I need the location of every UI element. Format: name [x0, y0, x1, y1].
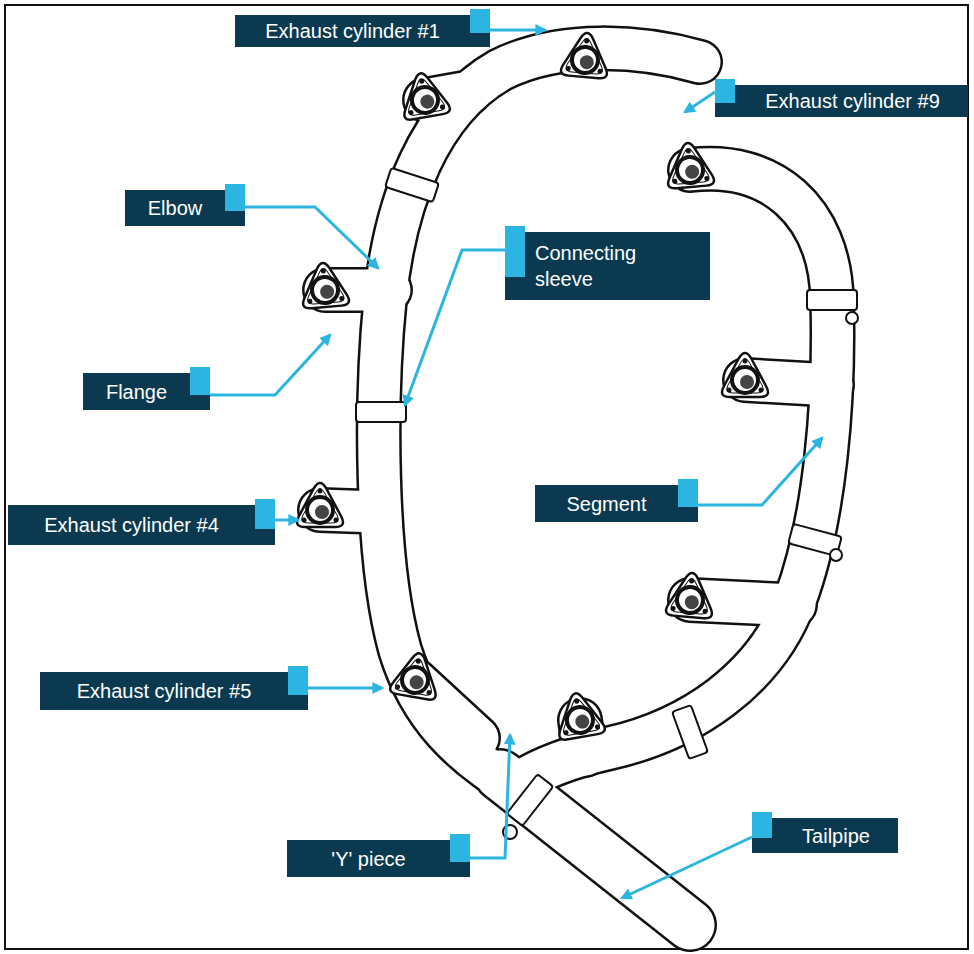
flange: [300, 261, 350, 309]
leader-line: [275, 519, 298, 522]
callout-tab: [752, 812, 772, 838]
connecting-sleeve: [672, 705, 708, 759]
flange: [389, 649, 442, 700]
callout-label: Tailpipe: [802, 823, 870, 849]
tube-fill: [320, 48, 833, 925]
callout-label: Flange: [106, 379, 167, 405]
callout-label: 'Y' piece: [331, 846, 405, 872]
leader-line: [245, 207, 378, 268]
leader-lines: [210, 30, 822, 898]
callout-label: Elbow: [148, 195, 202, 221]
leader-line: [470, 735, 510, 858]
connecting-sleeve: [507, 774, 554, 826]
callout-label: Exhaust cylinder #1: [265, 18, 440, 44]
callout-label: Segment: [566, 491, 646, 517]
leader-line: [308, 687, 382, 690]
flange: [561, 31, 611, 79]
callout-tab: [470, 9, 490, 33]
left-pipe: [379, 48, 700, 790]
picture-frame: [5, 5, 968, 949]
tailpipe: [500, 775, 690, 925]
callout-box: Tailpipe: [752, 818, 898, 853]
callout-box: 'Y' piece: [287, 840, 470, 877]
flanges: [297, 31, 768, 741]
callout-label: Exhaust cylinder #4: [44, 512, 219, 538]
leader-line: [685, 92, 715, 112]
callout-label: Exhaust cylinder #5: [77, 678, 252, 704]
left-pipe: [379, 48, 700, 790]
callout-label: Exhaust cylinder #9: [765, 88, 940, 114]
tube-outline: [320, 48, 833, 925]
flange: [666, 571, 716, 619]
leader-line: [490, 29, 545, 32]
tailpipe: [500, 775, 690, 925]
callout-tab: [450, 834, 470, 862]
callout-box: Exhaust cylinder #4: [8, 505, 275, 545]
leader-line: [405, 250, 505, 405]
connecting-sleeve: [807, 290, 857, 310]
flange: [398, 69, 451, 120]
connecting-sleeve: [356, 402, 406, 422]
flange: [553, 689, 606, 740]
flange: [297, 483, 343, 527]
callout-box: Exhaust cylinder #9: [715, 85, 968, 117]
callout-box: Flange: [83, 373, 210, 410]
callout-tab: [678, 479, 698, 507]
callout-tab: [715, 79, 735, 103]
callout-box: Segment: [535, 485, 698, 522]
flange: [722, 353, 768, 397]
leader-line: [210, 335, 330, 395]
callout-tab: [225, 184, 245, 211]
clamp-bolt: [846, 312, 858, 324]
callout-box: Connecting sleeve: [505, 232, 710, 300]
flange: [665, 141, 715, 189]
callout-tab: [190, 367, 210, 395]
connecting-sleeve: [385, 168, 439, 202]
callout-tab: [505, 226, 525, 277]
sleeves: [356, 168, 858, 839]
leader-line: [698, 438, 822, 505]
callout-box: Exhaust cylinder #5: [40, 672, 308, 710]
leader-line: [622, 837, 752, 898]
callout-box: Exhaust cylinder #1: [235, 15, 490, 47]
callout-box: Elbow: [125, 190, 245, 226]
clamp-bolt: [830, 549, 842, 561]
callout-label: Connecting sleeve: [535, 240, 665, 292]
callout-tab: [255, 499, 275, 529]
callout-tab: [288, 666, 308, 695]
